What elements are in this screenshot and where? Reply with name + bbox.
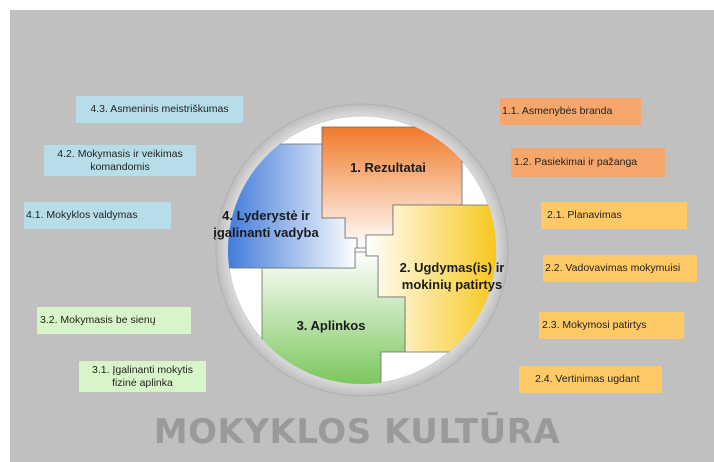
- quadrant-education-label-line1: 2. Ugdymas(is) ir: [400, 260, 505, 275]
- quadrant-education-label-line2: mokinių patirtys: [402, 277, 502, 292]
- label-4-3: 4.3. Asmeninis meistriškumas: [76, 96, 243, 123]
- label-1-1: 1.1. Asmenybės branda: [500, 98, 641, 125]
- label-2-1: 2.1. Planavimas: [541, 202, 687, 229]
- quadrant-environment-label: 3. Aplinkos: [297, 318, 366, 333]
- label-1-2: 1.2. Pasiekimai ir pažanga: [511, 148, 665, 177]
- diagram-title: MOKYKLOS KULTŪRA: [153, 412, 561, 452]
- label-4-2: 4.2. Mokymasis ir veikimas komandomis: [44, 145, 196, 176]
- quadrant-results-label: 1. Rezultatai: [350, 160, 426, 175]
- label-2-3: 2.3. Mokymosi patirtys: [539, 312, 684, 339]
- quadrant-leadership-label-line1: 4. Lyderystė ir: [222, 208, 310, 223]
- label-4-1: 4.1. Mokyklos valdymas: [24, 202, 171, 229]
- label-2-2: 2.2. Vadovavimas mokymuisi: [543, 255, 697, 282]
- quadrant-leadership-label-line2: įgalinanti vadyba: [213, 225, 319, 240]
- label-3-2: 3.2. Mokymasis be sienų: [37, 307, 191, 334]
- label-3-1: 3.1. Įgalinanti mokytis fizinė aplinka: [79, 361, 206, 392]
- label-2-4: 2.4. Vertinimas ugdant: [519, 366, 662, 393]
